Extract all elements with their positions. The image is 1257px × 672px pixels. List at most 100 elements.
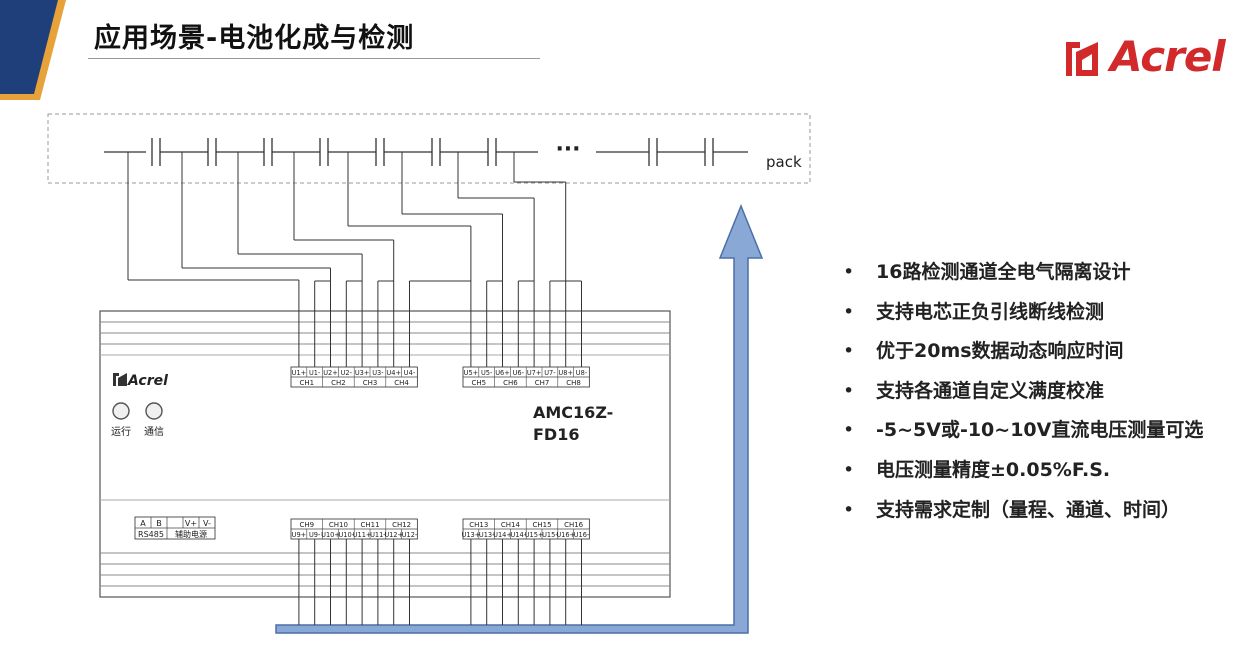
bullet: • xyxy=(843,300,855,323)
terminal-channel-label: CH16 xyxy=(564,521,584,529)
power-terminal-a: A xyxy=(140,519,146,528)
terminal-channel-label: CH14 xyxy=(501,521,521,529)
terminal-pin-label: U10+ xyxy=(321,531,340,539)
terminal-pin-label: U14+ xyxy=(493,531,512,539)
battery-string xyxy=(104,138,748,166)
bullet: • xyxy=(843,498,855,521)
terminal-channel-label: CH13 xyxy=(469,521,488,529)
terminal-pin-label: U8- xyxy=(576,369,588,377)
terminal-pin-label: U9+ xyxy=(292,531,307,539)
terminal-channel-label: CH3 xyxy=(363,379,378,387)
feature-text: 支持电芯正负引线断线检测 xyxy=(876,300,1105,323)
connection-wires xyxy=(127,152,582,625)
bullet: • xyxy=(843,261,855,283)
terminal-pin-label: U13- xyxy=(479,531,495,539)
terminal-channel-label: CH4 xyxy=(394,379,409,387)
feature-text: 电压测量精度±0.05%F.S. xyxy=(876,458,1111,481)
wiring-diagram: ··· pack Acrel 运行 通信 AMC16Z- FD16 A B xyxy=(47,113,811,634)
bullet: • xyxy=(843,340,855,363)
power-terminal-vminus: V- xyxy=(203,519,211,528)
terminal-channel-label: CH7 xyxy=(535,379,550,387)
feature-list: • 16路检测通道全电气隔离设计 • 支持电芯正负引线断线检测 • 优于20ms数据动… xyxy=(843,258,1203,535)
feature-item: • 支持电芯正负引线断线检测 xyxy=(843,298,1203,338)
terminal-pin-label: U14- xyxy=(510,531,526,539)
page-title: 应用场景-电池化成与检测 xyxy=(94,23,415,54)
title-underline xyxy=(88,58,540,59)
terminal-pin-label: U12- xyxy=(402,531,418,539)
terminal-channel-label: CH1 xyxy=(299,379,314,387)
terminal-pin-label: U11+ xyxy=(353,531,372,539)
terminal-pin-label: U9- xyxy=(309,531,321,539)
terminal-pin-label: U3+ xyxy=(355,369,370,377)
power-terminal-vplus: V+ xyxy=(185,519,197,528)
terminal-pin-label: U2- xyxy=(341,369,353,377)
terminal-channel-label: CH2 xyxy=(331,379,346,387)
terminal-pin-label: U3- xyxy=(372,369,384,377)
terminal-pin-label: U10- xyxy=(338,531,354,539)
terminal-channel-label: CH5 xyxy=(471,379,486,387)
device-body xyxy=(99,310,671,598)
terminal-pin-label: U4- xyxy=(404,369,416,377)
terminal-pin-label: U13+ xyxy=(462,531,481,539)
terminal-channel-label: CH12 xyxy=(392,521,411,529)
feature-text: -5~5V或-10~10V直流电压测量可选 xyxy=(876,419,1204,442)
terminal-pin-label: U2+ xyxy=(323,369,338,377)
terminal-pin-label: U5+ xyxy=(464,369,479,377)
terminal-pin-label: U6+ xyxy=(495,369,510,377)
run-indicator-label: 运行 xyxy=(111,425,131,438)
terminal-pin-label: U1- xyxy=(309,369,321,377)
terminal-pin-label: U1+ xyxy=(292,369,307,377)
feature-text: 16路检测通道全电气隔离设计 xyxy=(876,261,1131,283)
terminal-pin-label: U11- xyxy=(370,531,386,539)
device-logo-mark xyxy=(113,373,127,386)
comm-indicator-label: 通信 xyxy=(144,426,164,438)
terminal-pin-label: U7- xyxy=(544,369,556,377)
terminal-pin-label: U8+ xyxy=(558,369,573,377)
terminal-pin-label: U7+ xyxy=(527,369,542,377)
comm-indicator xyxy=(145,402,163,420)
acrel-logo-mark xyxy=(1066,42,1098,76)
terminal-pin-label: U16+ xyxy=(556,531,575,539)
battery-pack-box xyxy=(47,113,811,184)
terminal-pin-label: U12+ xyxy=(384,531,403,539)
bullet: • xyxy=(843,419,855,442)
acrel-logo: Acrel xyxy=(1064,32,1249,82)
bullet: • xyxy=(843,379,855,402)
feature-text: 支持各通道自定义满度校准 xyxy=(876,379,1105,402)
feature-text: 优于20ms数据动态响应时间 xyxy=(876,340,1124,363)
terminal-pin-label: U4+ xyxy=(386,369,401,377)
feature-item: • 电压测量精度±0.05%F.S. xyxy=(843,456,1203,496)
terminal-channel-label: CH6 xyxy=(503,379,518,387)
power-terminal-b: B xyxy=(156,519,162,528)
terminal-channel-label: CH15 xyxy=(532,521,551,529)
model-line-2: FD16 xyxy=(533,425,579,444)
power-terminal-block xyxy=(134,516,216,540)
acrel-logo-text: Acrel xyxy=(1110,32,1226,81)
device-brand: Acrel xyxy=(127,373,168,389)
power-terminal-aux-power: 辅助电源 xyxy=(175,529,207,539)
terminal-pin-label: U16- xyxy=(574,531,590,539)
return-arrow xyxy=(275,203,764,634)
terminal-pin-label: U6- xyxy=(513,369,525,377)
power-terminal-rs485: RS485 xyxy=(138,530,164,539)
model-line-1: AMC16Z- xyxy=(533,403,613,422)
feature-text: 支持需求定制（量程、通道、时间） xyxy=(876,498,1181,521)
terminal-channel-label: CH9 xyxy=(299,521,314,529)
terminal-pin-label: U5- xyxy=(481,369,493,377)
feature-item: • 支持需求定制（量程、通道、时间） xyxy=(843,496,1203,536)
feature-item: • 优于20ms数据动态响应时间 xyxy=(843,337,1203,377)
bullet: • xyxy=(843,458,855,481)
terminal-channel-label: CH11 xyxy=(360,521,379,529)
feature-item: • -5~5V或-10~10V直流电压测量可选 xyxy=(843,416,1203,456)
pack-label: pack xyxy=(766,153,802,171)
terminal-channel-label: CH10 xyxy=(329,521,348,529)
run-indicator xyxy=(112,402,130,420)
terminal-channel-label: CH8 xyxy=(566,379,581,387)
feature-item: • 支持各通道自定义满度校准 xyxy=(843,377,1203,417)
feature-item: • 16路检测通道全电气隔离设计 xyxy=(843,258,1203,298)
terminal-pin-label: U15+ xyxy=(525,531,544,539)
corner-decoration xyxy=(0,0,66,100)
terminal-pin-label: U15- xyxy=(542,531,558,539)
ellipsis-label: ··· xyxy=(555,137,580,162)
